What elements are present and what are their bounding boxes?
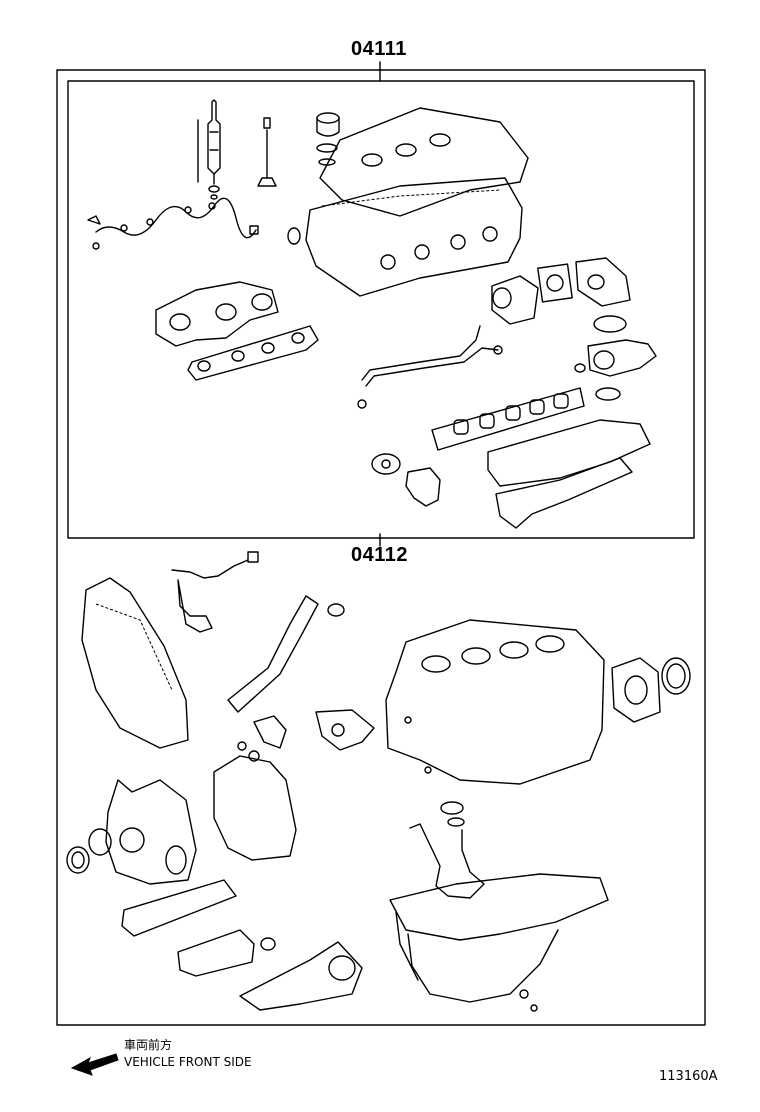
exhaust-manifold-drawing: [155, 281, 319, 381]
cylinder-head-drawing: [287, 177, 523, 297]
cylinder-block-drawing: [385, 619, 605, 785]
head-cover-gasket-drawing: [319, 107, 529, 217]
oil-cooler-gasket-drawing: [121, 879, 237, 937]
sensor-harness-drawing: [171, 559, 249, 579]
valve-drawing: [257, 117, 277, 187]
oil-strainer-drawing: [409, 801, 485, 899]
turbo-parts-drawing: [491, 257, 631, 325]
oil-filter-bracket-drawing: [239, 941, 363, 1011]
water-pump-gasket-drawing: [315, 709, 375, 751]
flange-gasket-drawing: [371, 453, 401, 475]
outer-frame: [56, 69, 706, 1026]
figure-number: 113160A: [659, 1069, 718, 1084]
water-pipe-drawing: [227, 595, 319, 713]
vehicle-front-en: VEHICLE FRONT SIDE: [124, 1055, 252, 1069]
callout-04112: 04112: [351, 544, 409, 566]
injector-drawing: [197, 99, 221, 200]
water-outlet-drawing: [574, 315, 657, 401]
inner-frame-04111: [67, 80, 695, 539]
oil-pipe-drawing: [361, 325, 481, 381]
rear-oil-seal-drawing: [661, 657, 691, 695]
timing-gear-case-drawing: [213, 755, 297, 861]
rear-oil-seal-retainer-drawing: [611, 657, 661, 723]
front-cover-drawing: [105, 779, 197, 885]
front-oil-seal-drawing: [88, 828, 112, 856]
elbow-hose-drawing: [405, 467, 441, 507]
oil-cooler-drawing: [177, 929, 255, 977]
small-gasket-drawing: [253, 715, 287, 749]
vehicle-front-jp: 車両前方: [124, 1038, 173, 1052]
timing-belt-cover-drawing: [81, 577, 189, 749]
left-arrow-icon: [70, 1053, 119, 1076]
oil-pan-drawing: [389, 873, 609, 1003]
harness-drawing: [95, 197, 257, 239]
callout-04111: 04111: [351, 38, 407, 60]
oil-cap-drawing: [316, 112, 340, 166]
